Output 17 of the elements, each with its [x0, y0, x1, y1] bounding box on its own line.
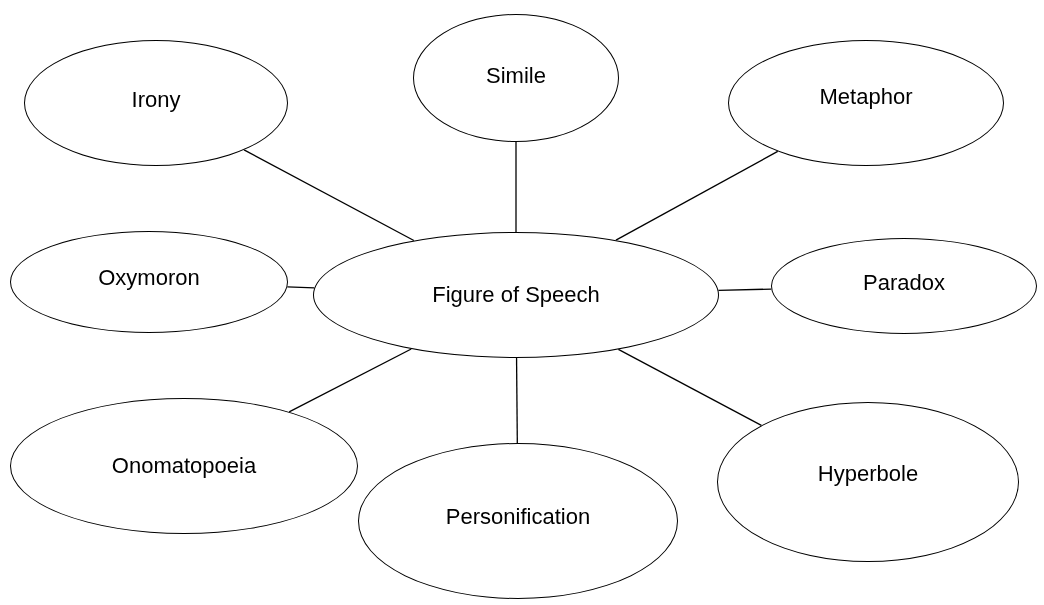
node-label: Figure of Speech — [432, 282, 600, 308]
node-label: Simile — [486, 63, 546, 89]
connector-line — [288, 348, 412, 413]
connector-line — [286, 286, 315, 289]
node-label: Hyperbole — [817, 461, 919, 487]
connector-line — [515, 141, 517, 233]
node-label: Metaphor — [819, 84, 913, 110]
connector-line — [243, 149, 415, 242]
connector-line — [617, 348, 762, 426]
node-label: Personification — [445, 504, 591, 530]
node-label: Onomatopoeia — [111, 453, 257, 479]
connector-line — [515, 357, 518, 444]
connector-line — [615, 150, 779, 241]
node-label: Oxymoron — [98, 265, 200, 291]
node-label: Irony — [131, 87, 181, 113]
node-label: Paradox — [863, 270, 945, 296]
connector-line — [717, 288, 772, 291]
